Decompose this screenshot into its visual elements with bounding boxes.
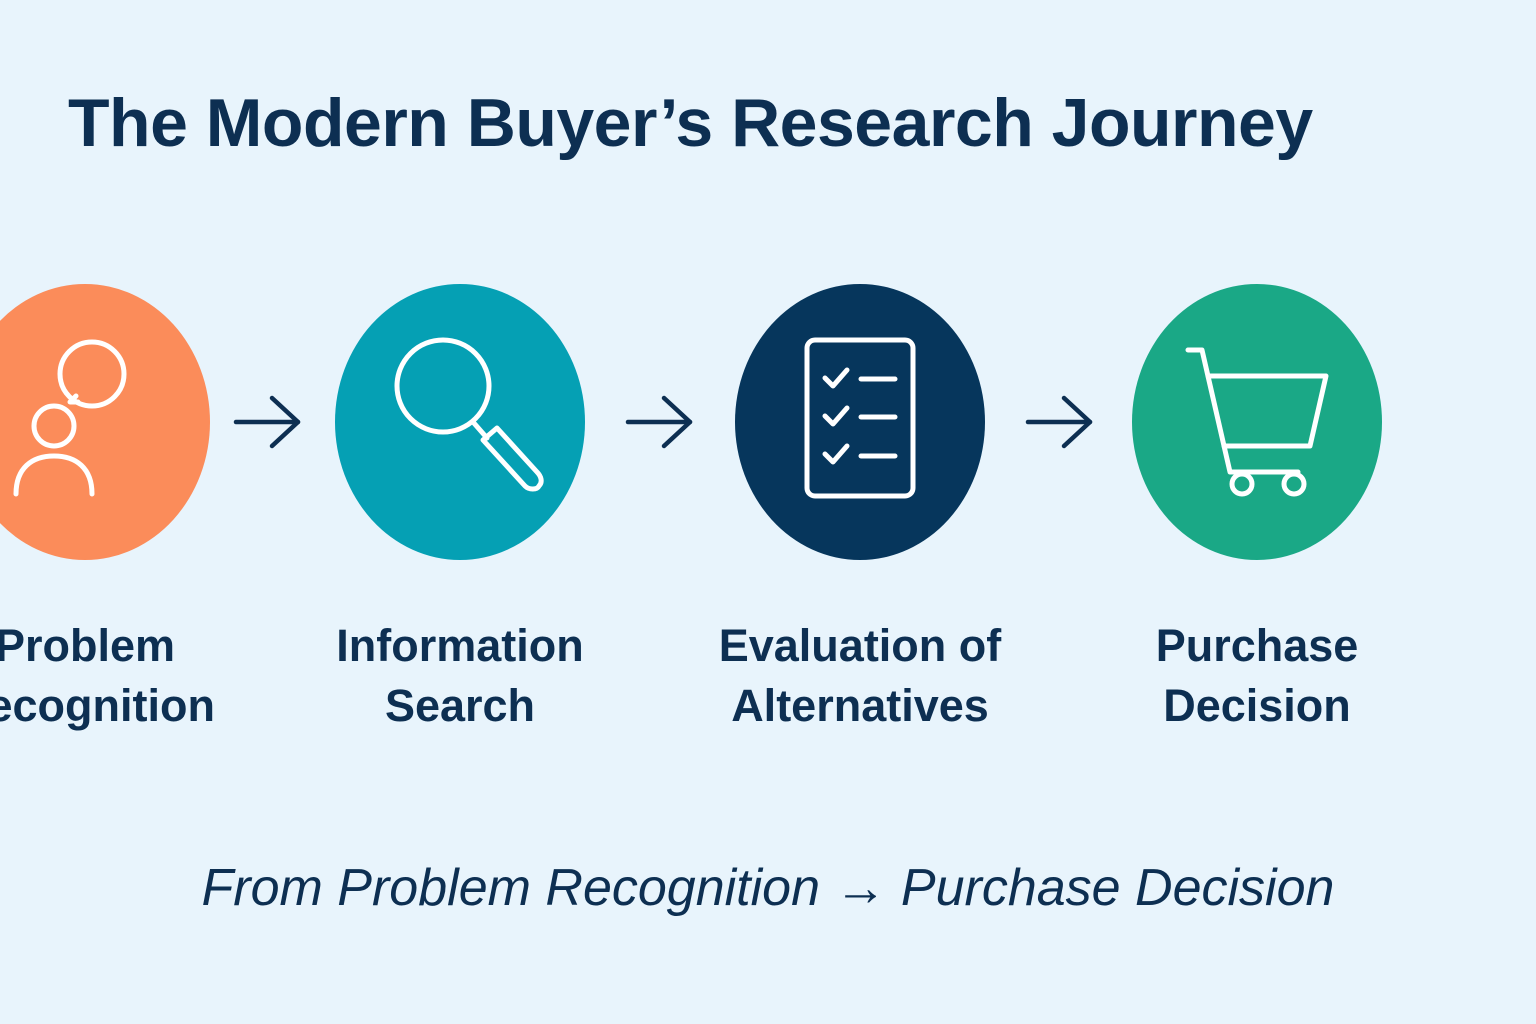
- stage-circle-information-search: [335, 284, 585, 560]
- stage-label-problem-recognition: Problem Recognition: [0, 616, 295, 736]
- magnifier-icon: [394, 337, 544, 492]
- person-thought-icon: [13, 339, 127, 497]
- stage-label-line1: Evaluation of: [718, 620, 1002, 671]
- stage-circle-purchase-decision: [1132, 284, 1382, 560]
- arrow-icon: [624, 392, 696, 452]
- stage-label-line2: Decision: [1163, 680, 1351, 731]
- arrow-icon: [1024, 392, 1096, 452]
- tagline: From Problem Recognition → Purchase Deci…: [201, 859, 1335, 917]
- cart-icon: [1185, 347, 1329, 497]
- stage-label-line1: Purchase: [1155, 620, 1359, 671]
- stage-label-evaluation-of-alternatives: Evaluation of Alternatives: [650, 616, 1070, 736]
- stage-label-line1: Information: [336, 620, 584, 671]
- arrow-icon: [232, 392, 304, 452]
- stage-label-line1: Problem: [0, 620, 176, 671]
- stage-circle-evaluation-of-alternatives: [735, 284, 985, 560]
- stage-label-line2: Recognition: [0, 680, 215, 731]
- stage-label-line2: Search: [384, 680, 536, 731]
- stage-label-line2: Alternatives: [731, 680, 989, 731]
- stage-label-purchase-decision: Purchase Decision: [1047, 616, 1467, 736]
- checklist-icon: [804, 337, 916, 499]
- stage-label-information-search: Information Search: [250, 616, 670, 736]
- stage-circle-problem-recognition: [0, 284, 210, 560]
- page-title: The Modern Buyer’s Research Journey: [68, 85, 1313, 161]
